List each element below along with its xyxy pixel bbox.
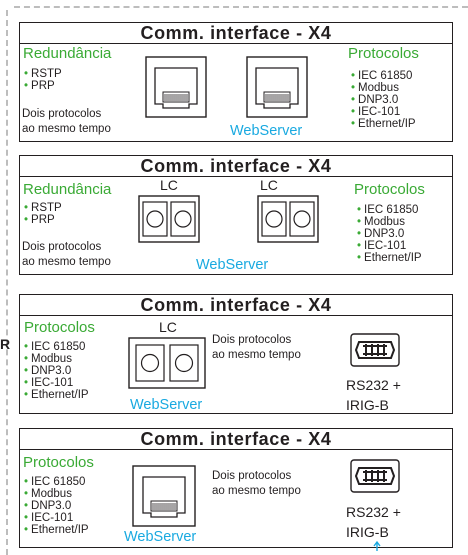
rj45-port-icon <box>145 56 207 118</box>
dual-protocol-note: Dois protocolos ao mesmo tempo <box>212 470 301 497</box>
list-item: •Ethernet/IP <box>24 389 89 401</box>
dual-protocol-note: Dois protocolos ao mesmo tempo <box>22 241 111 268</box>
redundancy-heading: Redundância <box>23 181 112 198</box>
list-item: •DNP3.0 <box>351 94 399 106</box>
protocols-heading: Protocolos <box>354 181 425 198</box>
redundancy-list: •RSTP •PRP <box>24 68 62 92</box>
list-item: •IEC-101 <box>24 512 74 524</box>
list-item: •IEC 61850 <box>357 204 419 216</box>
rj45-port-icon <box>246 56 308 118</box>
protocols-list: •IEC 61850 •Modbus •DNP3.0 •IEC-101 •Eth… <box>357 204 422 264</box>
dashed-border-top <box>14 6 468 8</box>
comm-panel-fiber-redundancy: Comm. interface - X4 Redundância •RSTP •… <box>19 155 453 275</box>
list-item: •IEC 61850 <box>351 70 413 82</box>
protocols-list: •IEC 61850 •Modbus •DNP3.0 •IEC-101 •Eth… <box>24 341 89 401</box>
protocols-heading: Protocolos <box>348 45 419 62</box>
list-item: •Modbus <box>24 353 72 365</box>
arrow-up-icon <box>373 540 381 551</box>
panel-title: Comm. interface - X4 <box>20 156 452 177</box>
panel-title: Comm. interface - X4 <box>20 295 452 316</box>
redundancy-list: •RSTP •PRP <box>24 202 62 226</box>
webserver-label: WebServer <box>196 257 269 273</box>
list-item: •Ethernet/IP <box>351 118 416 130</box>
list-item: •IEC 61850 <box>24 476 86 488</box>
list-item: •RSTP <box>24 68 62 80</box>
lc-fiber-connector-icon <box>138 195 200 243</box>
lc-label: LC <box>160 177 178 193</box>
dashed-border-left <box>6 10 8 555</box>
list-item: •DNP3.0 <box>357 228 405 240</box>
redundancy-heading: Redundância <box>23 45 112 62</box>
list-item: •Modbus <box>24 488 72 500</box>
panel-title: Comm. interface - X4 <box>20 429 452 450</box>
list-item: •PRP <box>24 80 55 92</box>
list-item: •Modbus <box>351 82 399 94</box>
protocols-heading: Protocolos <box>24 319 95 336</box>
webserver-label: WebServer <box>124 529 197 545</box>
dual-protocol-note: Dois protocolos ao mesmo tempo <box>22 108 111 135</box>
protocols-list: •IEC 61850 •Modbus •DNP3.0 •IEC-101 •Eth… <box>24 476 89 536</box>
list-item: •IEC 61850 <box>24 341 86 353</box>
list-item: •DNP3.0 <box>24 500 72 512</box>
lc-label: LC <box>260 177 278 193</box>
list-item: •DNP3.0 <box>24 365 72 377</box>
dual-protocol-note: Dois protocolos ao mesmo tempo <box>212 334 301 361</box>
list-item: •IEC-101 <box>24 377 74 389</box>
list-item: •Ethernet/IP <box>357 252 422 264</box>
rs232-irigb-label: RS232 + IRIG-B <box>346 504 401 540</box>
serial-port-icon <box>350 333 400 367</box>
lc-fiber-connector-icon <box>257 195 319 243</box>
webserver-label: WebServer <box>230 123 303 139</box>
lc-label: LC <box>159 319 177 335</box>
protocols-list: •IEC 61850 •Modbus •DNP3.0 •IEC-101 •Eth… <box>351 70 416 130</box>
list-item: •Modbus <box>357 216 405 228</box>
rj45-port-icon <box>132 465 196 527</box>
list-item: •RSTP <box>24 202 62 214</box>
list-item: •Ethernet/IP <box>24 524 89 536</box>
serial-port-icon <box>350 459 400 493</box>
comm-panel-fiber-serial: Comm. interface - X4 Protocolos •IEC 618… <box>19 294 453 414</box>
comm-panel-ethernet-redundancy: Comm. interface - X4 Redundância •RSTP •… <box>19 22 453 142</box>
panel-title: Comm. interface - X4 <box>20 23 452 44</box>
protocols-heading: Protocolos <box>23 454 94 471</box>
list-item: •IEC-101 <box>351 106 401 118</box>
list-item: •PRP <box>24 214 55 226</box>
webserver-label: WebServer <box>130 397 203 413</box>
lc-fiber-connector-icon <box>128 337 206 389</box>
list-item: •IEC-101 <box>357 240 407 252</box>
cropped-label: R <box>0 336 11 352</box>
rs232-irigb-label: RS232 + IRIG-B <box>346 377 401 413</box>
comm-panel-ethernet-serial: Comm. interface - X4 Protocolos •IEC 618… <box>19 428 453 551</box>
